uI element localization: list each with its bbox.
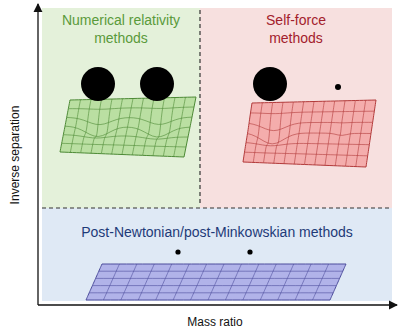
mesh-line	[253, 103, 262, 163]
mesh-line	[284, 102, 293, 164]
mesh-line	[92, 285, 336, 286]
mesh-fill	[86, 264, 346, 300]
mesh-line	[248, 133, 372, 144]
mesh-line	[70, 100, 80, 153]
mesh-line	[294, 102, 303, 164]
mesh-line	[138, 264, 154, 300]
divider-line	[199, 10, 200, 206]
axis-label: Mass ratio	[135, 315, 295, 329]
mesh-line	[65, 126, 190, 137]
mesh-line	[103, 264, 119, 300]
mesh-fill	[243, 100, 376, 167]
small-body	[335, 84, 341, 90]
spacetime-meshes	[60, 97, 376, 300]
mesh-line	[99, 271, 343, 272]
mesh-line	[62, 143, 186, 147]
black-hole	[253, 67, 287, 101]
mesh-fill	[60, 97, 196, 157]
small-body	[175, 249, 180, 254]
mesh-line	[153, 98, 165, 156]
region-fill	[42, 8, 200, 208]
mesh-line	[274, 102, 283, 163]
mesh-sheet	[86, 264, 346, 300]
mesh-line	[68, 107, 194, 109]
mesh-line	[295, 264, 311, 300]
black-hole	[81, 67, 115, 101]
mesh-line	[91, 99, 102, 153]
mesh-line	[121, 264, 137, 300]
mesh-line	[101, 99, 112, 154]
method-region: Numerical relativity methods	[42, 8, 200, 208]
region-fill	[200, 8, 392, 208]
method-region: Post-Newtonian/post-Minkowskian methods	[42, 208, 392, 301]
small-body	[247, 249, 252, 254]
mesh-line	[96, 278, 340, 279]
method-region: Self-force methods	[200, 8, 392, 208]
mesh-line	[260, 264, 276, 300]
mesh-line	[156, 264, 172, 300]
mesh-sheet	[243, 100, 376, 167]
region-label: Self-force methods	[250, 11, 342, 47]
mesh-line	[278, 264, 294, 300]
region-label: Post-Newtonian/post-Minkowskian methods	[81, 223, 353, 241]
mesh-line	[225, 264, 241, 300]
mesh-line	[264, 103, 273, 163]
mesh-line	[163, 98, 175, 157]
mesh-line	[81, 100, 91, 153]
mesh-line	[251, 111, 375, 113]
y-axis	[37, 4, 38, 305]
divider-line	[42, 207, 392, 208]
black-hole	[140, 67, 174, 101]
mesh-line	[335, 101, 345, 166]
mesh-line	[313, 264, 329, 300]
mesh-line	[63, 135, 188, 139]
mesh-line	[174, 97, 186, 156]
mesh-line	[173, 264, 189, 300]
mesh-line	[112, 99, 123, 154]
mesh-line	[208, 264, 224, 300]
axis-label: Inverse separation	[8, 75, 22, 235]
mesh-line	[89, 292, 333, 293]
mesh-line	[122, 99, 133, 155]
mesh-line	[67, 117, 192, 124]
bodies	[81, 67, 341, 255]
mesh-line	[245, 152, 368, 156]
mesh-line	[191, 264, 207, 300]
region-fill	[42, 208, 392, 301]
mesh-line	[246, 143, 369, 146]
mesh-sheet	[60, 97, 196, 157]
mesh-line	[143, 98, 154, 155]
x-axis	[38, 304, 397, 305]
mesh-line	[249, 122, 373, 130]
mesh-line	[132, 98, 143, 155]
mesh-line	[243, 264, 259, 300]
region-label: Numerical relativity methods	[55, 11, 187, 47]
